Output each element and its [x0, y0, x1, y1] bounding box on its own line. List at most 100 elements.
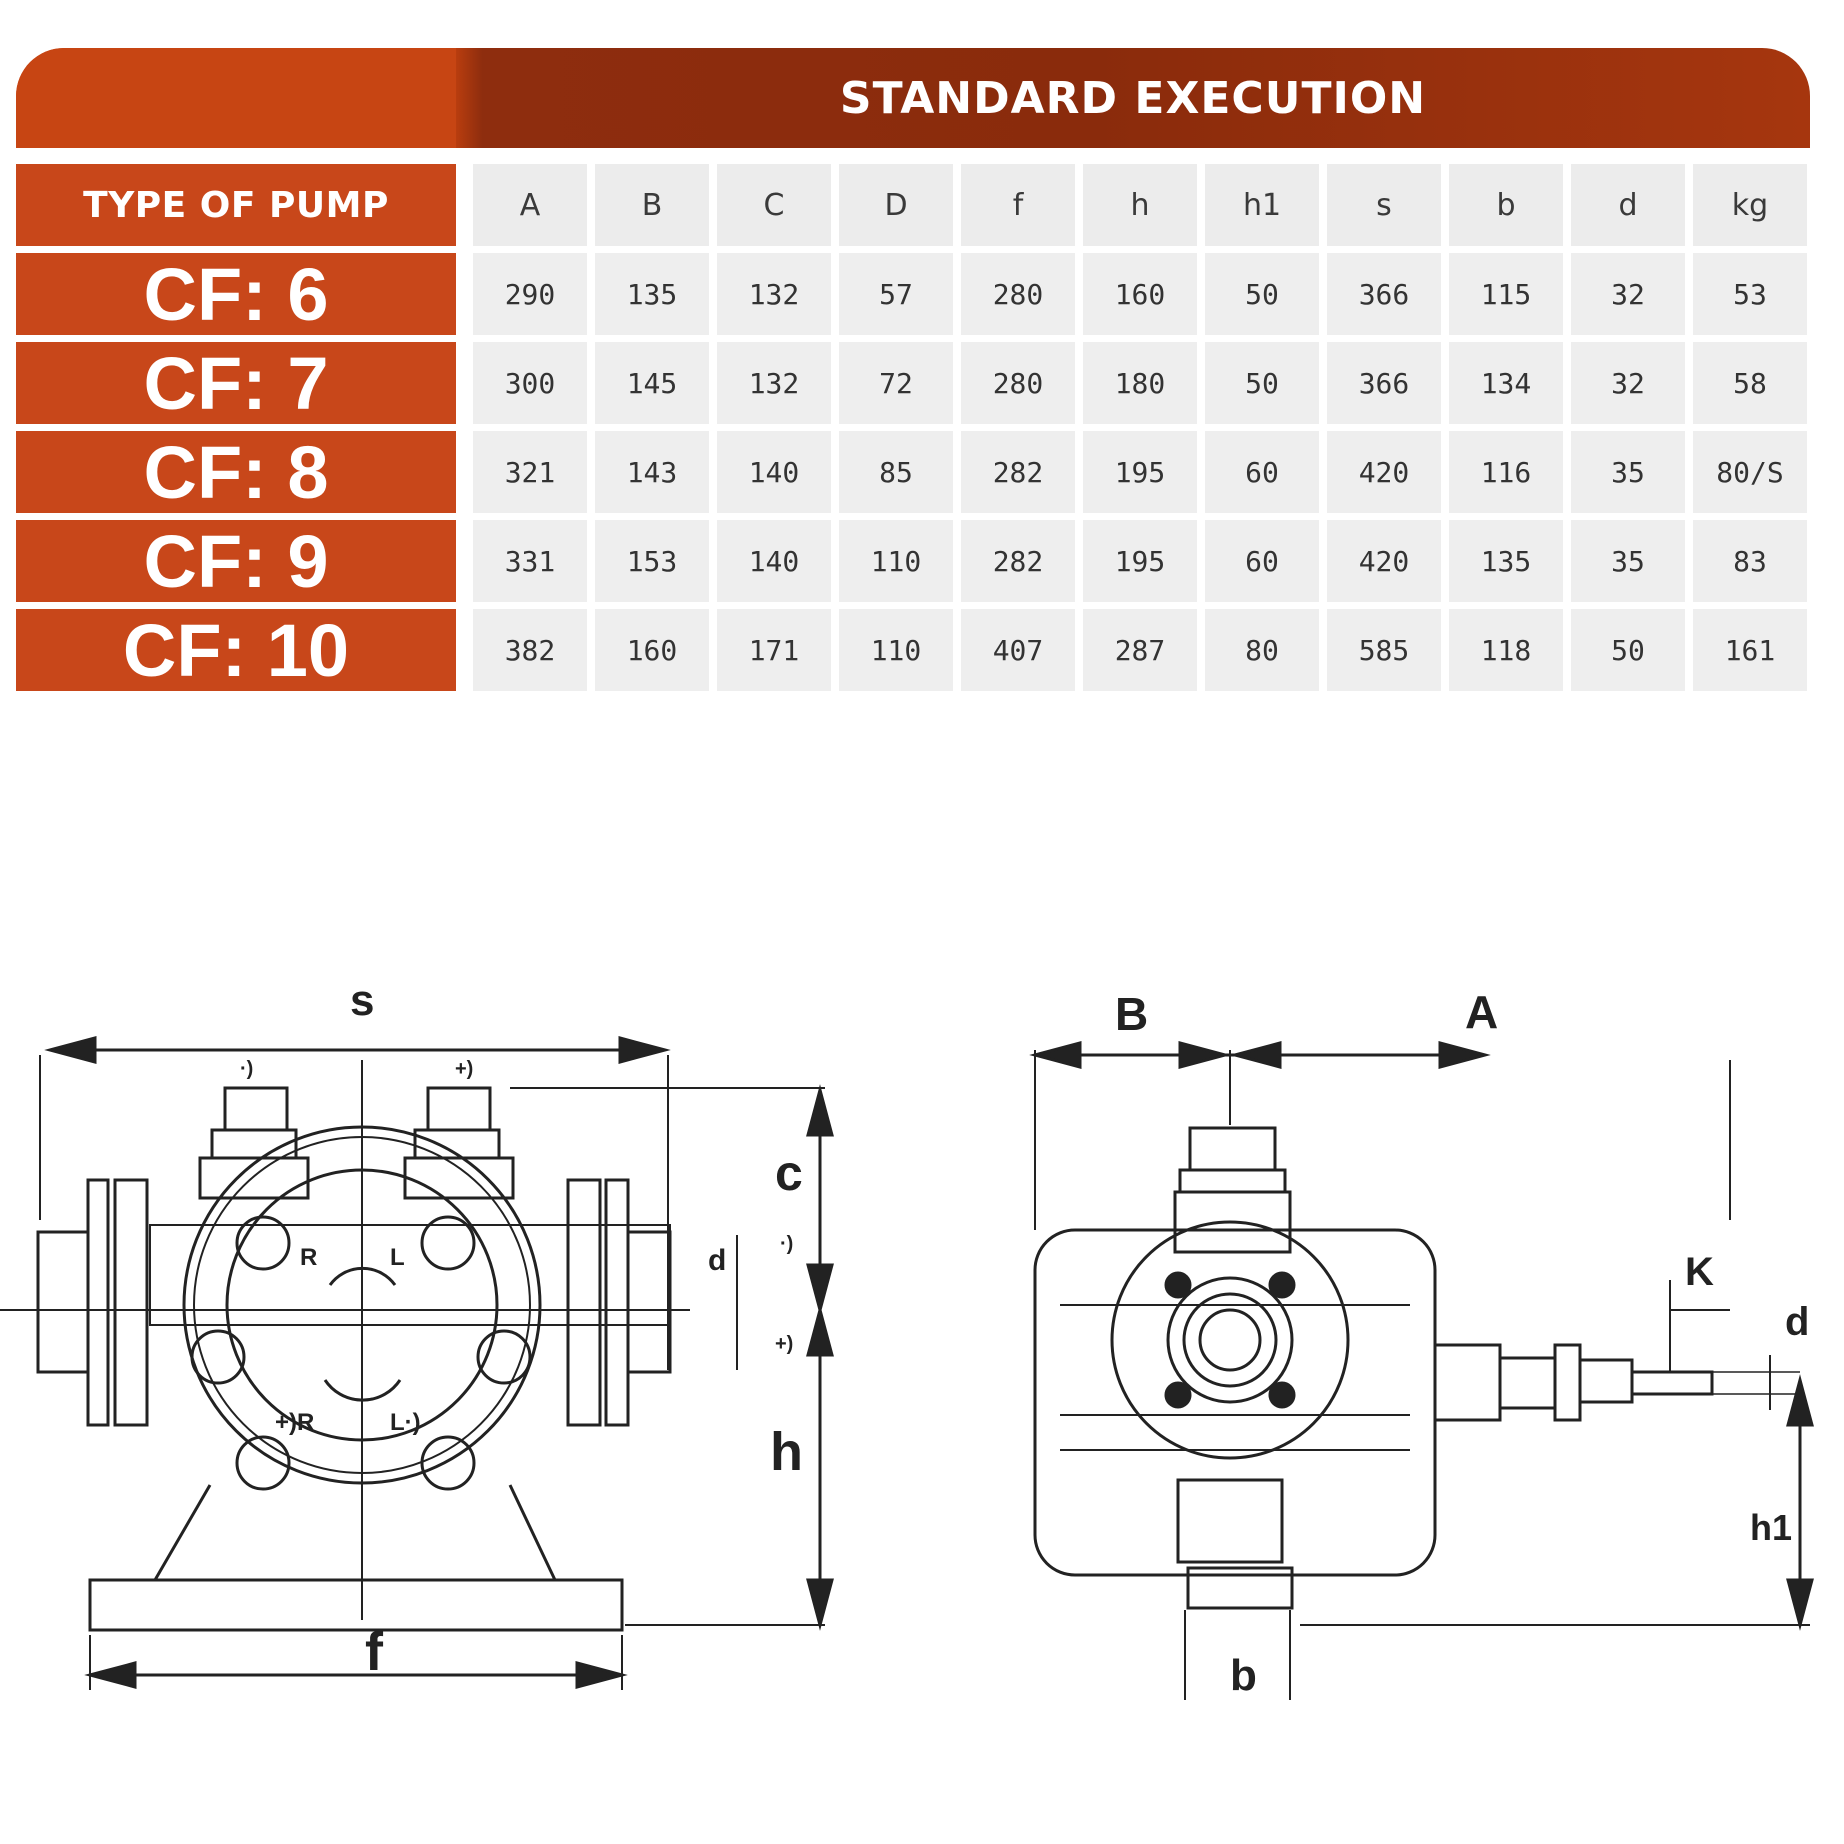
- rotation-label-r-top: R: [300, 1244, 317, 1271]
- port-mark-lower: +): [775, 1333, 793, 1355]
- table-title-banner: STANDARD EXECUTION: [16, 48, 1810, 148]
- value-cell-s: 366: [1327, 253, 1441, 335]
- rotation-label-l-bottom: L·): [390, 1409, 421, 1436]
- column-header-f: f: [961, 164, 1075, 246]
- value-cell-f: 282: [961, 431, 1075, 513]
- column-header-h: h: [1083, 164, 1197, 246]
- value-cell-kg: 83: [1693, 520, 1807, 602]
- value-cell-c: 132: [717, 342, 831, 424]
- value-cell-c: 171: [717, 609, 831, 691]
- value-cell-h: 195: [1083, 520, 1197, 602]
- value-cell-s: 420: [1327, 520, 1441, 602]
- value-cell-b: 135: [595, 253, 709, 335]
- value-cell-f: 280: [961, 342, 1075, 424]
- value-cell-d: 110: [839, 609, 953, 691]
- column-header-b: b: [1449, 164, 1563, 246]
- value-cell-b: 145: [595, 342, 709, 424]
- rotation-label-l-top: L: [390, 1244, 405, 1271]
- value-cell-a: 321: [473, 431, 587, 513]
- label-h1: h1: [1750, 1507, 1792, 1548]
- column-header-a: A: [473, 164, 587, 246]
- label-s: s: [350, 980, 374, 1025]
- rotation-label-r-bottom: +)R: [275, 1409, 314, 1436]
- pump-front-view-drawing: s c h f d R L +)R L·) ·) +) ·) +): [0, 980, 834, 1690]
- value-cell-d: 32: [1571, 253, 1685, 335]
- value-cell-kg: 161: [1693, 609, 1807, 691]
- label-f: f: [365, 1622, 384, 1682]
- value-cell-s: 420: [1327, 431, 1441, 513]
- label-b: b: [1230, 1651, 1257, 1700]
- value-cell-a: 382: [473, 609, 587, 691]
- value-cell-c: 140: [717, 520, 831, 602]
- column-header-b: B: [595, 164, 709, 246]
- value-cell-s: 366: [1327, 342, 1441, 424]
- pump-type-cell: CF: 9: [16, 520, 456, 603]
- pump-type-cell: CF: 10: [16, 609, 456, 692]
- value-cell-c: 132: [717, 253, 831, 335]
- value-cell-b: 118: [1449, 609, 1563, 691]
- value-cell-f: 280: [961, 253, 1075, 335]
- label-B: B: [1115, 988, 1148, 1040]
- value-cell-d: 50: [1571, 609, 1685, 691]
- arrowhead: [44, 1036, 97, 1064]
- value-cell-d: 72: [839, 342, 953, 424]
- value-cell-d: 35: [1571, 431, 1685, 513]
- value-cell-b: 134: [1449, 342, 1563, 424]
- pump-side-view-drawing: B A K d h1 b: [1029, 986, 1814, 1700]
- column-header-h1: h1: [1205, 164, 1319, 246]
- value-cell-kg: 80/S: [1693, 431, 1807, 513]
- value-cell-kg: 53: [1693, 253, 1807, 335]
- port-mark-left: ·): [240, 1058, 253, 1080]
- value-cell-b: 143: [595, 431, 709, 513]
- value-cell-b: 115: [1449, 253, 1563, 335]
- value-cell-f: 282: [961, 520, 1075, 602]
- arrowhead: [618, 1036, 671, 1064]
- label-h: h: [770, 1422, 803, 1482]
- port-mark-upper: ·): [780, 1233, 793, 1255]
- column-header-kg: kg: [1693, 164, 1807, 246]
- column-header-s: s: [1327, 164, 1441, 246]
- value-cell-h1: 50: [1205, 342, 1319, 424]
- port-mark-right: +): [455, 1058, 473, 1080]
- value-cell-b: 160: [595, 609, 709, 691]
- value-cell-d: 85: [839, 431, 953, 513]
- value-cell-a: 331: [473, 520, 587, 602]
- value-cell-a: 290: [473, 253, 587, 335]
- value-cell-b: 153: [595, 520, 709, 602]
- label-d-side: d: [1785, 1300, 1809, 1344]
- value-cell-h1: 80: [1205, 609, 1319, 691]
- value-cell-s: 585: [1327, 609, 1441, 691]
- value-cell-h: 160: [1083, 253, 1197, 335]
- column-header-c: C: [717, 164, 831, 246]
- value-cell-d: 110: [839, 520, 953, 602]
- banner-left-block: [16, 48, 456, 148]
- value-cell-h1: 50: [1205, 253, 1319, 335]
- value-cell-h: 287: [1083, 609, 1197, 691]
- value-cell-kg: 58: [1693, 342, 1807, 424]
- label-d-front: d: [708, 1244, 726, 1277]
- label-c: c: [775, 1145, 803, 1201]
- value-cell-h: 195: [1083, 431, 1197, 513]
- pump-type-cell: CF: 8: [16, 431, 456, 514]
- value-cell-a: 300: [473, 342, 587, 424]
- column-header-d: d: [1571, 164, 1685, 246]
- value-cell-h: 180: [1083, 342, 1197, 424]
- column-header-d: D: [839, 164, 953, 246]
- value-cell-d: 32: [1571, 342, 1685, 424]
- value-cell-h1: 60: [1205, 520, 1319, 602]
- type-of-pump-header: TYPE OF PUMP: [16, 164, 456, 246]
- value-cell-b: 116: [1449, 431, 1563, 513]
- value-cell-d: 57: [839, 253, 953, 335]
- label-K: K: [1685, 1250, 1714, 1294]
- value-cell-b: 135: [1449, 520, 1563, 602]
- value-cell-c: 140: [717, 431, 831, 513]
- pump-type-cell: CF: 6: [16, 253, 456, 336]
- pump-type-cell: CF: 7: [16, 342, 456, 425]
- value-cell-h1: 60: [1205, 431, 1319, 513]
